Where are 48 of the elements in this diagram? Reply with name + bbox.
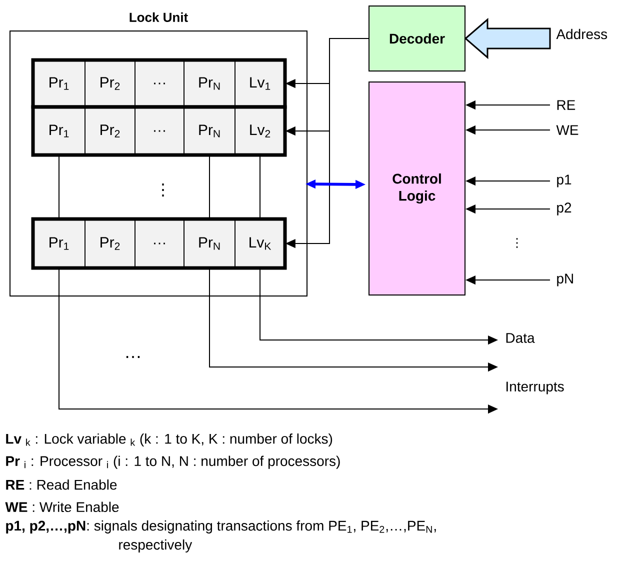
signal-label: RE <box>557 100 576 110</box>
legend-note: Lv $_{k}$ : Lock variable $_{k}$ (k : 1 to K, K : number of locks) <box>6 433 332 447</box>
table-cell: Pr$_{2}$ <box>84 60 136 108</box>
table-cell: Pr$_{2}$ <box>84 106 136 156</box>
ellipsis-mark: ⋮ <box>162 184 164 196</box>
signal-label: p2 <box>557 202 572 216</box>
arrow <box>209 268 498 372</box>
logic-block: Control Logic <box>368 82 466 296</box>
connector-line <box>58 154 60 220</box>
output-label: Interrupts <box>506 382 564 394</box>
arrow <box>466 276 550 284</box>
table-cell: Pr$_{1}$ <box>32 106 86 156</box>
table-cell: Pr$_{N}$ <box>184 60 236 108</box>
table-cell: … <box>134 106 184 156</box>
ellipsis-mark: … <box>126 356 140 358</box>
table-cell: … <box>134 218 184 268</box>
legend-note: Pr $_{i}$ : Processor $_{i}$ (i : 1 to N, N : number of processors) <box>6 456 340 469</box>
output-label: Data <box>506 333 535 343</box>
table-cell: Lv$_{1}$ <box>234 60 286 108</box>
table-cell: Pr$_{N}$ <box>184 218 236 268</box>
lock-entry-row <box>31 105 287 157</box>
table-cell: Lv$_{K}$ <box>234 218 286 268</box>
arrow <box>466 204 550 214</box>
unit-title: Lock Unit <box>130 12 188 22</box>
table-cell: Lv$_{2}$ <box>234 106 286 156</box>
legend-note: RE : Read Enable <box>6 479 117 490</box>
arrow <box>260 268 498 344</box>
signal-label: Address <box>556 28 608 40</box>
arrow <box>306 180 366 189</box>
arrow <box>58 268 498 414</box>
arrow <box>286 38 369 248</box>
ellipsis-mark: ⋮ <box>516 238 518 248</box>
lock-entry-row <box>31 217 287 270</box>
table-cell: Pr$_{1}$ <box>32 218 86 268</box>
arrow <box>466 176 550 186</box>
legend-note: p1, p2,…,pN: signals designating transactions from PE$_{1}$, PE$_{2}$,…,PE$_{N}$, respectively <box>6 520 436 552</box>
signal-label: pN <box>557 274 573 286</box>
table-cell: Pr$_{1}$ <box>32 60 86 108</box>
signal-label: WE <box>556 125 578 135</box>
table-cell: … <box>134 60 184 108</box>
connector-line <box>209 154 210 220</box>
signal-label: p1 <box>557 174 572 188</box>
table-cell: Pr$_{N}$ <box>184 106 236 156</box>
table-cell: Pr$_{2}$ <box>84 218 136 268</box>
logic-block: Decoder <box>368 6 466 72</box>
legend-note: WE : Write Enable <box>5 502 119 512</box>
arrow <box>466 100 550 110</box>
arrow <box>466 126 550 134</box>
